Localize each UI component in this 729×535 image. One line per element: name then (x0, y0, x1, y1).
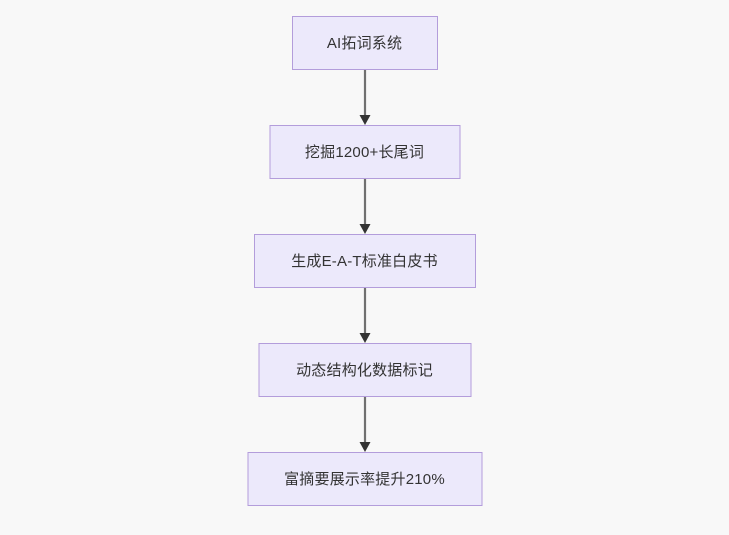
flowchart-node-label: 生成E-A-T标准白皮书 (291, 252, 438, 270)
flowchart-node-ai-keyword-system[interactable]: AI拓词系统 (291, 16, 438, 70)
flowchart-node-label: 富摘要展示率提升210% (284, 470, 445, 488)
flowchart-node-label: 挖掘1200+长尾词 (304, 143, 425, 161)
flowchart-node-rich-snippet-impression-lift[interactable]: 富摘要展示率提升210% (247, 452, 482, 506)
flowchart-edge-3-arrow (358, 288, 372, 343)
flowchart-node-label: AI拓词系统 (326, 34, 403, 52)
flowchart-node-generate-eat-whitepaper[interactable]: 生成E-A-T标准白皮书 (253, 234, 476, 288)
flowchart-node-mine-longtail-keywords[interactable]: 挖掘1200+长尾词 (269, 125, 460, 179)
flowchart-node-dynamic-structured-data-markup[interactable]: 动态结构化数据标记 (258, 343, 471, 397)
flowchart-node-label: 动态结构化数据标记 (296, 361, 433, 379)
flowchart-edge-1-arrow (358, 70, 372, 125)
flowchart-edge-2-arrow (358, 179, 372, 234)
flowchart-edge-4-arrow (358, 397, 372, 452)
